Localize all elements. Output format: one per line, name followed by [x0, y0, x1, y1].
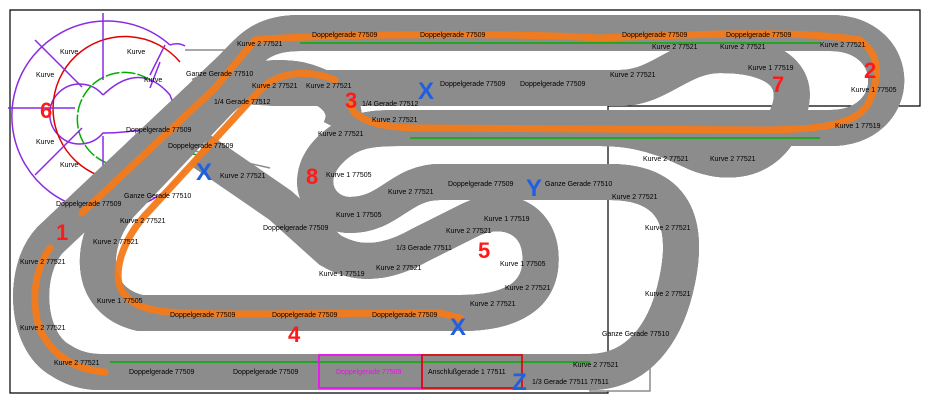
piece-label: Doppelgerade 77509	[56, 201, 121, 208]
piece-label: Doppelgerade 77509	[726, 32, 791, 39]
section-numbers: 1 2 3 4 5 6 7 8	[40, 58, 876, 347]
piece-label: Kurve 2 77521	[252, 83, 298, 90]
piece-label: Kurve	[144, 77, 162, 84]
piece-label: Kurve 1 77505	[326, 172, 372, 179]
piece-label: 1/3 Gerade 77511 77511	[532, 379, 609, 386]
piece-label: Doppelgerade 77509	[168, 143, 233, 150]
piece-label: Kurve 1 77519	[835, 123, 881, 130]
piece-label: 1/4 Gerade 77512	[214, 99, 271, 106]
section-3: 3	[345, 88, 357, 113]
piece-label: Kurve 2 77521	[645, 225, 691, 232]
piece-label: Kurve 2 77521	[306, 83, 352, 90]
piece-label: Ganze Gerade 77510	[602, 331, 669, 338]
piece-label: Doppelgerade 77509	[263, 225, 328, 232]
piece-label: Kurve 2 77521	[318, 131, 364, 138]
piece-label: Kurve 2 77521	[372, 117, 418, 124]
piece-label: Kurve 2 77521	[220, 173, 266, 180]
section-2: 2	[864, 58, 876, 83]
section-8: 8	[306, 164, 318, 189]
piece-label: Kurve 2 77521	[505, 285, 551, 292]
piece-label: Kurve 2 77521	[446, 228, 492, 235]
piece-label: 1/4 Gerade 77512	[362, 101, 419, 108]
piece-label: Doppelgerade 77509	[170, 312, 235, 319]
piece-label: Kurve 2 77521	[652, 44, 698, 51]
piece-label: Kurve 2 77521	[573, 362, 619, 369]
marker-x-top: X	[418, 78, 434, 105]
piece-label: Doppelgerade 77509	[440, 81, 505, 88]
piece-label: Kurve 2 77521	[720, 44, 766, 51]
piece-label: Kurve 2 77521	[470, 301, 516, 308]
piece-label: Anschlußgerade 1 77511	[428, 369, 506, 376]
piece-label: Kurve	[127, 49, 145, 56]
piece-label: Ganze Gerade 77510	[545, 181, 612, 188]
piece-label: Ganze Gerade 77510	[124, 193, 191, 200]
piece-label: Doppelgerade 77509	[420, 32, 485, 39]
piece-label: Kurve 2 77521	[20, 325, 66, 332]
piece-label: Kurve 2 77521	[388, 189, 434, 196]
piece-label: Doppelgerade 77509	[272, 312, 337, 319]
piece-label: Ganze Gerade 77510	[186, 71, 253, 78]
piece-label: Doppelgerade 77509	[336, 369, 401, 376]
piece-label: Kurve 1 77505	[851, 87, 897, 94]
piece-label: Kurve 2 77521	[54, 360, 100, 367]
piece-label: Kurve 1 77505	[500, 261, 546, 268]
section-6: 6	[40, 98, 52, 123]
section-5: 5	[478, 238, 490, 263]
marker-x-bottom: X	[450, 314, 466, 341]
section-4: 4	[288, 322, 301, 347]
piece-label: Doppelgerade 77509	[312, 32, 377, 39]
piece-label: Kurve 2 77521	[20, 259, 66, 266]
marker-y: Y	[526, 175, 542, 202]
piece-label: Kurve	[36, 72, 54, 79]
section-1: 1	[56, 220, 68, 245]
piece-label: Kurve 2 77521	[820, 42, 866, 49]
track-pieces	[31, 15, 886, 392]
piece-label: Kurve 2 77521	[710, 156, 756, 163]
piece-label: Doppelgerade 77509	[372, 312, 437, 319]
piece-label: Kurve 1 77519	[319, 271, 365, 278]
piece-label: Kurve 2 77521	[93, 239, 139, 246]
piece-label: 1/3 Gerade 77511	[396, 245, 452, 252]
piece-label: Doppelgerade 77509	[129, 369, 194, 376]
marker-z: Z	[512, 369, 527, 396]
piece-label: Kurve 2 77521	[612, 194, 658, 201]
piece-label: Doppelgerade 77509	[233, 369, 298, 376]
drawn-route	[31, 30, 881, 376]
piece-label: Doppelgerade 77509	[448, 181, 513, 188]
piece-labels: Kurve Kurve Kurve Kurve Kurve Kurve Ganz…	[20, 32, 897, 386]
piece-label: Kurve 1 77519	[748, 65, 794, 72]
piece-label: Kurve	[36, 139, 54, 146]
piece-label: Doppelgerade 77509	[622, 32, 687, 39]
piece-label: Kurve 1 77505	[336, 212, 382, 219]
piece-label: Doppelgerade 77509	[520, 81, 585, 88]
piece-label: Kurve	[60, 162, 78, 169]
piece-label: Kurve 1 77505	[97, 298, 143, 305]
section-7: 7	[772, 72, 784, 97]
piece-label: Kurve 2 77521	[120, 218, 166, 225]
piece-label: Kurve	[60, 49, 78, 56]
marker-x-left: X	[196, 159, 212, 186]
piece-label: Kurve 2 77521	[237, 41, 283, 48]
piece-label: Kurve 2 77521	[643, 156, 689, 163]
piece-label: Kurve 1 77519	[484, 216, 530, 223]
piece-label: Kurve 2 77521	[645, 291, 691, 298]
piece-label: Kurve 2 77521	[610, 72, 656, 79]
markers: X X X Y Z	[196, 78, 542, 396]
piece-label: Doppelgerade 77509	[126, 127, 191, 134]
piece-label: Kurve 2 77521	[376, 265, 422, 272]
